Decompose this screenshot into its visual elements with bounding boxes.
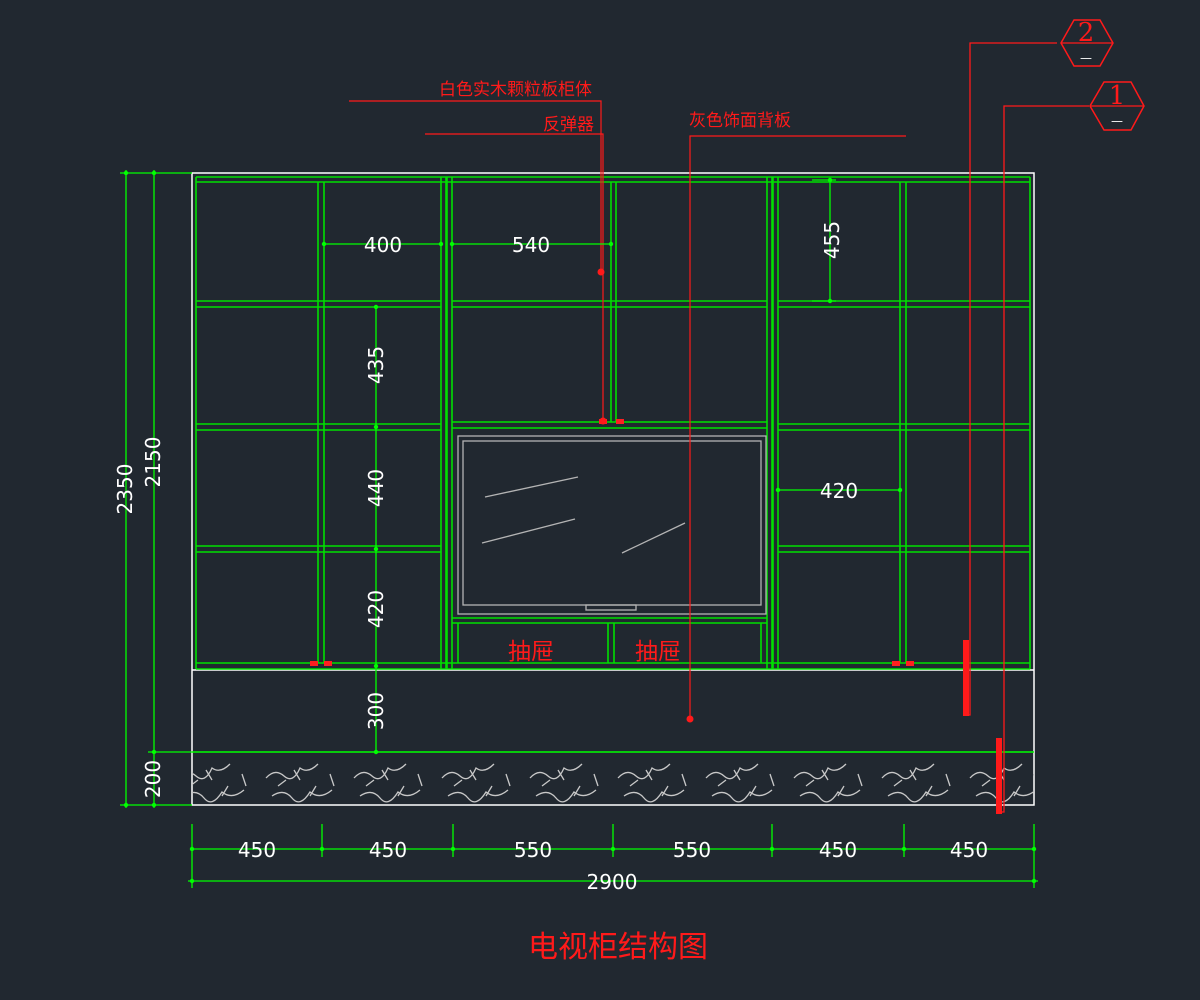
drawer-label-right: 抽屉 bbox=[635, 639, 681, 665]
dim-left-bay-width: 400 bbox=[364, 233, 402, 257]
dim-tv-bay-width: 540 bbox=[512, 233, 550, 257]
dim-base-height: 300 bbox=[364, 692, 388, 730]
section-marker-2-sub: — bbox=[1080, 51, 1092, 65]
dim-row-3: 420 bbox=[364, 590, 388, 628]
dim-cabinet-height: 2150 bbox=[141, 437, 165, 488]
drawer-label-left: 抽屉 bbox=[508, 639, 554, 665]
label-rebounder: 反弹器 bbox=[543, 115, 594, 135]
section-marker-2: 2 — bbox=[963, 18, 1114, 716]
dim-bottom-6: 450 bbox=[950, 838, 988, 862]
dim-bottom-2: 450 bbox=[369, 838, 407, 862]
annotation-leaders bbox=[349, 100, 906, 719]
label-back-panel: 灰色饰面背板 bbox=[689, 111, 791, 131]
leader-dots bbox=[597, 268, 694, 723]
section-marker-1-sub: — bbox=[1111, 114, 1123, 128]
section-marker-1-number: 1 bbox=[1109, 81, 1126, 111]
dim-bottom-1: 450 bbox=[238, 838, 276, 862]
dim-bottom-3: 550 bbox=[514, 838, 552, 862]
dim-right-bay-width: 420 bbox=[820, 479, 858, 503]
dim-right-top-height: 455 bbox=[820, 221, 844, 259]
tv-screen bbox=[457, 435, 767, 615]
dim-row-2: 440 bbox=[364, 469, 388, 507]
drawing-title: 电视柜结构图 bbox=[528, 930, 708, 965]
dim-bottom-5: 450 bbox=[819, 838, 857, 862]
dim-bottom-4: 550 bbox=[673, 838, 711, 862]
dimension-ticks bbox=[123, 170, 1037, 884]
section-marker-1: 1 — bbox=[996, 81, 1145, 814]
dim-overall-height: 2350 bbox=[113, 464, 137, 515]
section-marker-2-number: 2 bbox=[1078, 18, 1095, 48]
dim-total-width: 2900 bbox=[587, 870, 638, 894]
dim-row-1: 435 bbox=[364, 346, 388, 384]
rebounder-markers bbox=[310, 419, 914, 666]
dimension-labels: 450 450 550 550 450 450 2900 2350 2150 2… bbox=[113, 221, 988, 894]
cabinet-frame bbox=[195, 176, 1031, 670]
label-cabinet-body: 白色实木颗粒板柜体 bbox=[439, 80, 592, 100]
marble-plinth bbox=[192, 751, 1034, 805]
dim-plinth-height: 200 bbox=[141, 760, 165, 798]
